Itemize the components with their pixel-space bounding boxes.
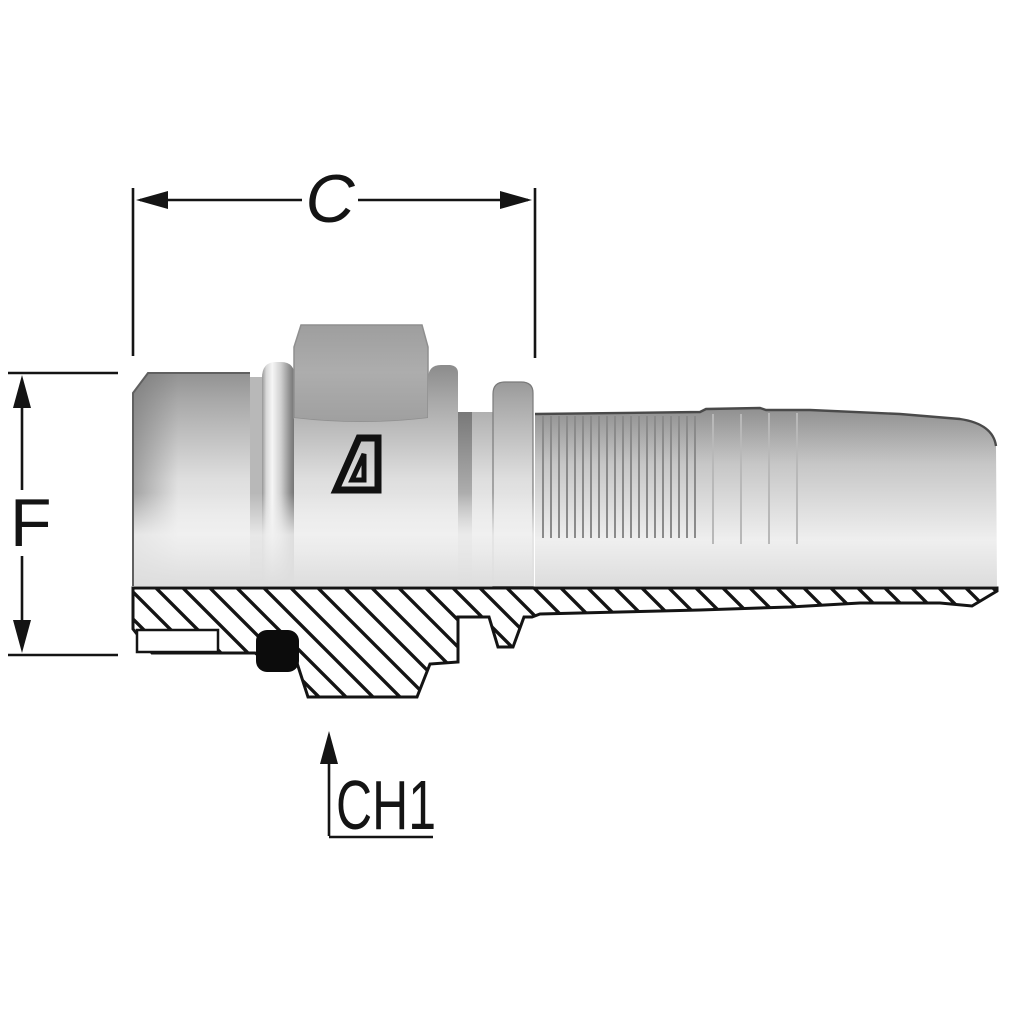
arrowhead-up-icon bbox=[13, 375, 31, 408]
f-dimension-label: F bbox=[10, 485, 52, 561]
section-hatch bbox=[131, 586, 999, 699]
f-dimension bbox=[8, 371, 118, 657]
arrowhead-up-ch1-icon bbox=[320, 731, 338, 764]
manufacturer-logo-icon bbox=[330, 434, 382, 494]
hose-tail bbox=[535, 408, 997, 586]
c-dimension bbox=[131, 188, 537, 358]
hose-tail-faint-lines bbox=[712, 413, 798, 544]
hose-tail-serrations bbox=[542, 416, 696, 538]
hose-tail-top-outline bbox=[534, 406, 998, 447]
thread-relief bbox=[135, 628, 220, 654]
arrowhead-down-icon bbox=[13, 620, 31, 653]
o-ring-seal bbox=[256, 630, 299, 672]
fitting-body bbox=[132, 324, 998, 587]
arrowhead-right-icon bbox=[500, 191, 532, 209]
thread-end-outline bbox=[132, 372, 250, 586]
arrowhead-left-icon bbox=[136, 191, 168, 209]
hex-nut-top bbox=[293, 324, 429, 423]
body-belly-blend bbox=[134, 493, 534, 586]
ch1-callout-label: CH1 bbox=[336, 766, 436, 844]
c-dimension-label: C bbox=[305, 161, 355, 237]
ch1-callout bbox=[320, 731, 433, 839]
